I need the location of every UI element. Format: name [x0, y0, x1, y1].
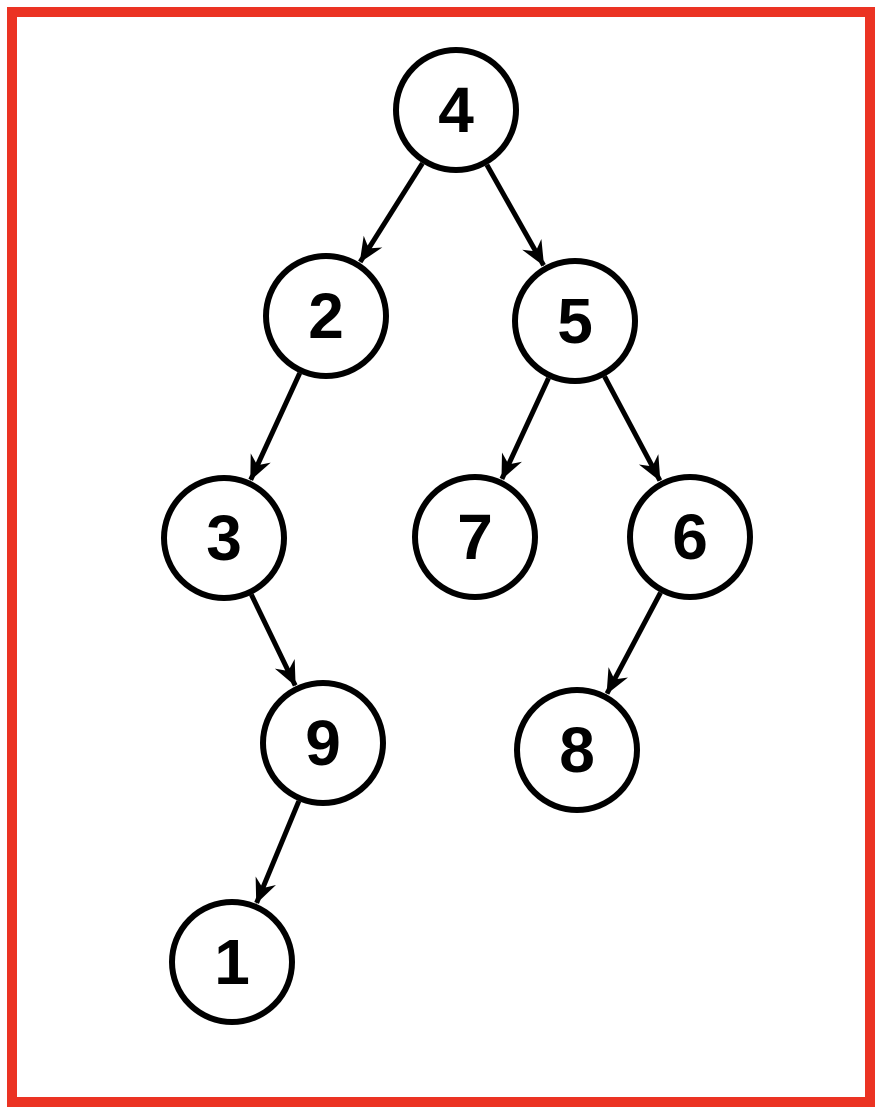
tree-node-label-1: 1: [214, 926, 250, 998]
tree-node-label-7: 7: [457, 501, 493, 573]
tree-edge-4-2: [358, 161, 425, 264]
tree-edge-3-9: [249, 593, 298, 687]
tree-node-3: 3: [161, 475, 287, 601]
tree-edge-5-7: [499, 377, 551, 480]
tree-node-label-4: 4: [438, 74, 474, 146]
tree-node-label-5: 5: [557, 285, 593, 357]
tree-edges-layer: [248, 161, 663, 904]
tree-edge-5-6: [602, 375, 663, 482]
tree-node-label-3: 3: [206, 502, 242, 574]
tree-node-circle-8: [514, 687, 640, 813]
tree-node-8: 8: [514, 687, 640, 813]
tree-node-6: 6: [627, 474, 753, 600]
tree-node-circle-7: [412, 474, 538, 600]
tree-node-circle-4: [393, 47, 519, 173]
tree-node-circle-6: [627, 474, 753, 600]
tree-node-label-2: 2: [308, 280, 344, 352]
tree-edge-2-3: [248, 372, 302, 481]
tree-node-4: 4: [393, 47, 519, 173]
tree-node-9: 9: [260, 680, 386, 806]
tree-node-label-6: 6: [672, 501, 708, 573]
tree-node-5: 5: [512, 258, 638, 384]
tree-node-2: 2: [263, 253, 389, 379]
tree-edge-6-8: [604, 591, 663, 695]
tree-node-circle-9: [260, 680, 386, 806]
tree-node-label-8: 8: [559, 714, 595, 786]
tree-node-1: 1: [169, 899, 295, 1025]
tree-node-circle-2: [263, 253, 389, 379]
tree-edge-9-1: [254, 800, 302, 904]
tree-node-circle-3: [161, 475, 287, 601]
tree-node-label-9: 9: [305, 707, 341, 779]
tree-nodes-layer: 4 2 5 3 7 6 9 8 1: [161, 47, 753, 1025]
tree-node-7: 7: [412, 474, 538, 600]
tree-edge-4-5: [484, 163, 546, 267]
tree-node-circle-5: [512, 258, 638, 384]
tree-node-circle-1: [169, 899, 295, 1025]
